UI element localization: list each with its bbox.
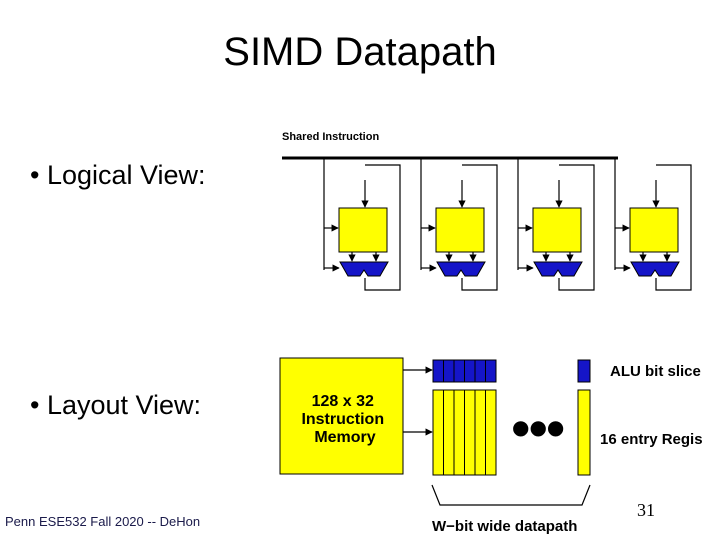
register-slice — [474, 389, 486, 476]
alu-slice-last — [577, 359, 591, 383]
processing-lanes — [323, 158, 692, 291]
alu-slice — [432, 359, 444, 383]
bullet-logical-view: • Logical View: — [30, 160, 206, 190]
lane-2 — [420, 158, 498, 291]
register-slice-array — [432, 389, 497, 476]
lane-feedback-path — [558, 164, 595, 291]
lane-1 — [323, 158, 401, 291]
logical-view-diagram: Shared Instruction — [282, 131, 692, 291]
alu-block — [533, 261, 583, 277]
lane-feedback-path — [461, 164, 498, 291]
register-block — [435, 207, 485, 253]
register-block — [629, 207, 679, 253]
register-slice — [432, 389, 444, 476]
alu-slice — [485, 359, 497, 383]
lane-4 — [614, 158, 692, 291]
alu-bit-slice-label: ALU bit slice — [610, 363, 701, 380]
alu-block — [339, 261, 389, 277]
lane-feedback-path — [655, 164, 692, 291]
instruction-memory-label: 128 x 32 Instruction Memory — [301, 393, 388, 446]
alu-slice — [474, 359, 486, 383]
shared-instruction-label: Shared Instruction — [282, 131, 379, 143]
register-block — [338, 207, 388, 253]
layout-view-diagram: 128 x 32 Instruction Memory ●●● ALU bit … — [279, 357, 703, 535]
register-label: 16 entry Regis — [600, 431, 703, 448]
register-slice — [453, 389, 465, 476]
datapath-width-label: W−bit wide datapath — [432, 518, 577, 535]
alu-slice — [453, 359, 465, 383]
register-slice — [464, 389, 476, 476]
datapath-brace — [431, 484, 591, 506]
alu-slice — [464, 359, 476, 383]
alu-block — [630, 261, 680, 277]
alu-slice — [443, 359, 455, 383]
register-slice — [443, 389, 455, 476]
register-slice-last — [577, 389, 591, 476]
register-block — [532, 207, 582, 253]
lane-3 — [517, 158, 595, 291]
ellipsis: ●●● — [512, 415, 564, 439]
bullet-layout-view: • Layout View: — [30, 390, 202, 420]
alu-block — [436, 261, 486, 277]
lane-feedback-path — [364, 164, 401, 291]
footer-text: Penn ESE532 Fall 2020 -- DeHon — [5, 514, 201, 529]
alu-slice-array — [432, 359, 497, 383]
instruction-memory-block — [279, 357, 404, 475]
slide-title: SIMD Datapath — [223, 30, 497, 74]
register-slice — [485, 389, 497, 476]
page-number: 31 — [637, 500, 655, 520]
